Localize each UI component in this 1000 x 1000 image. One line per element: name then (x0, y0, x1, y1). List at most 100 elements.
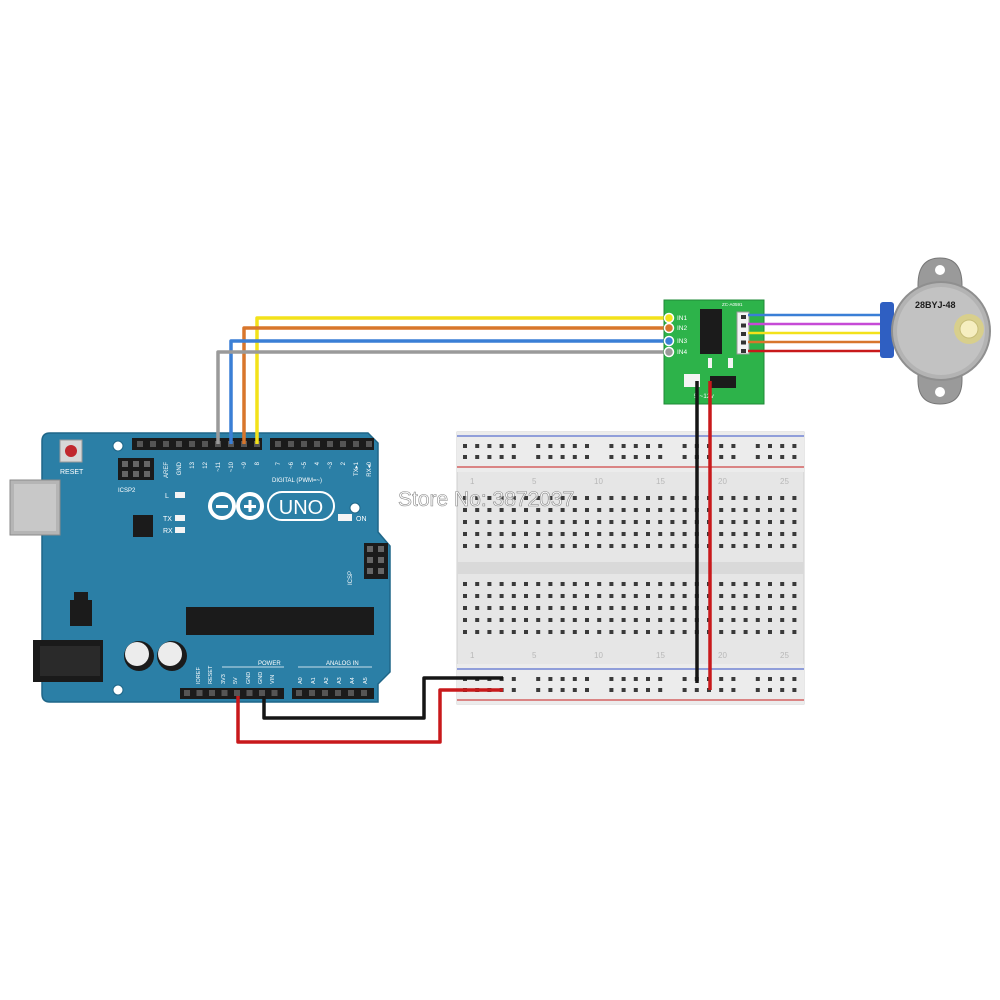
breadboard: 1 5 10 15 20 25 1 5 10 15 20 25 (456, 431, 805, 705)
breadboard-hole (731, 520, 736, 524)
column-number: 15 (656, 651, 665, 660)
breadboard-hole (511, 630, 516, 634)
header-pin (327, 441, 333, 447)
breadboard-hole (560, 582, 565, 586)
column-number: 25 (780, 651, 789, 660)
breadboard-hole (548, 630, 553, 634)
on-label: ON (356, 516, 367, 523)
breadboard-hole (572, 688, 577, 692)
breadboard-hole (609, 688, 614, 692)
breadboard-hole (658, 688, 663, 692)
in3-label: IN3 (677, 338, 688, 345)
breadboard-hole (524, 520, 528, 524)
breadboard-hole (646, 444, 650, 448)
breadboard-hole (487, 606, 492, 610)
breadboard-hole (609, 444, 614, 448)
breadboard-hole (743, 606, 748, 610)
breadboard-hole (768, 618, 772, 622)
breadboard-hole (621, 508, 626, 512)
breadboard-hole (511, 544, 516, 548)
breadboard-hole (719, 594, 724, 598)
breadboard-hole (792, 508, 797, 512)
breadboard-hole (719, 618, 724, 622)
in2-label: IN2 (677, 325, 688, 332)
breadboard-hole (792, 677, 797, 681)
column-number: 15 (656, 477, 665, 486)
header-pin (163, 441, 169, 447)
motor-mount-hole (935, 265, 945, 275)
digital-label: DIGITAL (PWM=~) (272, 478, 322, 484)
breadboard-hole (609, 508, 614, 512)
breadboard-hole (682, 532, 687, 536)
power-pin-label: 3V3 (221, 674, 227, 684)
breadboard-hole (463, 496, 467, 500)
mounting-hole (112, 684, 124, 696)
top-pin-label: GND (177, 461, 183, 475)
breadboard-hole (646, 455, 650, 459)
breadboard-hole (633, 496, 638, 500)
breadboard-hole (719, 532, 724, 536)
breadboard-hole (755, 444, 760, 448)
in1-label: IN1 (677, 315, 688, 322)
breadboard-hole (792, 688, 797, 692)
power-label: POWER (258, 661, 281, 667)
breadboard-hole (780, 496, 785, 500)
breadboard-hole (658, 508, 663, 512)
breadboard-hole (585, 606, 589, 610)
breadboard-hole (536, 496, 541, 500)
breadboard-hole (780, 594, 785, 598)
breadboard-hole (463, 444, 467, 448)
breadboard-hole (609, 544, 614, 548)
icsp-label: ICSP (348, 571, 354, 585)
breadboard-top-rail (457, 432, 804, 472)
breadboard-hole (755, 688, 760, 692)
breadboard-hole (670, 594, 675, 598)
breadboard-hole (487, 496, 492, 500)
breadboard-hole (719, 582, 724, 586)
header-pin (340, 441, 346, 447)
usb-port-face (14, 484, 56, 531)
breadboard-hole (743, 544, 748, 548)
breadboard-hole (621, 594, 626, 598)
top-pin-label: ~3 (328, 461, 334, 469)
breadboard-hole (609, 496, 614, 500)
breadboard-hole (670, 496, 675, 500)
breadboard-hole (621, 618, 626, 622)
header-pin (309, 690, 315, 696)
icsp2-pin (144, 461, 150, 467)
header-pin (296, 690, 302, 696)
in2-pin (663, 322, 675, 334)
connector-pin (741, 315, 746, 319)
breadboard-bottom-rail (457, 664, 804, 704)
led-l (175, 492, 185, 498)
analog-pin-label: A4 (350, 677, 356, 684)
breadboard-hole (511, 618, 516, 622)
breadboard-hole (511, 444, 516, 448)
breadboard-hole (585, 508, 589, 512)
top-pin-label: ~6 (289, 461, 295, 469)
breadboard-hole (548, 582, 553, 586)
breadboard-hole (743, 582, 748, 586)
breadboard-hole (658, 544, 663, 548)
breadboard-hole (585, 520, 589, 524)
header-pin (209, 690, 215, 696)
breadboard-hole (548, 444, 553, 448)
power-pin-label: GND (246, 672, 252, 684)
breadboard-hole (646, 520, 650, 524)
breadboard-hole (682, 455, 687, 459)
breadboard-hole (633, 630, 638, 634)
store-watermark: Store No: 3872037 (398, 488, 574, 511)
breadboard-hole (731, 444, 736, 448)
top-pin-label: 2 (341, 461, 347, 465)
power-pin-label: 5V (233, 677, 239, 684)
uno-logo-text: UNO (279, 497, 323, 519)
reset-button-cap[interactable] (65, 445, 77, 457)
breadboard-hole (731, 594, 736, 598)
header-pin (184, 690, 190, 696)
icsp2-pin (144, 471, 150, 477)
arduino-logo: UNO (208, 491, 335, 521)
breadboard-hole (499, 606, 504, 610)
breadboard-hole (768, 582, 772, 586)
top-pin-label: ~11 (216, 461, 222, 471)
